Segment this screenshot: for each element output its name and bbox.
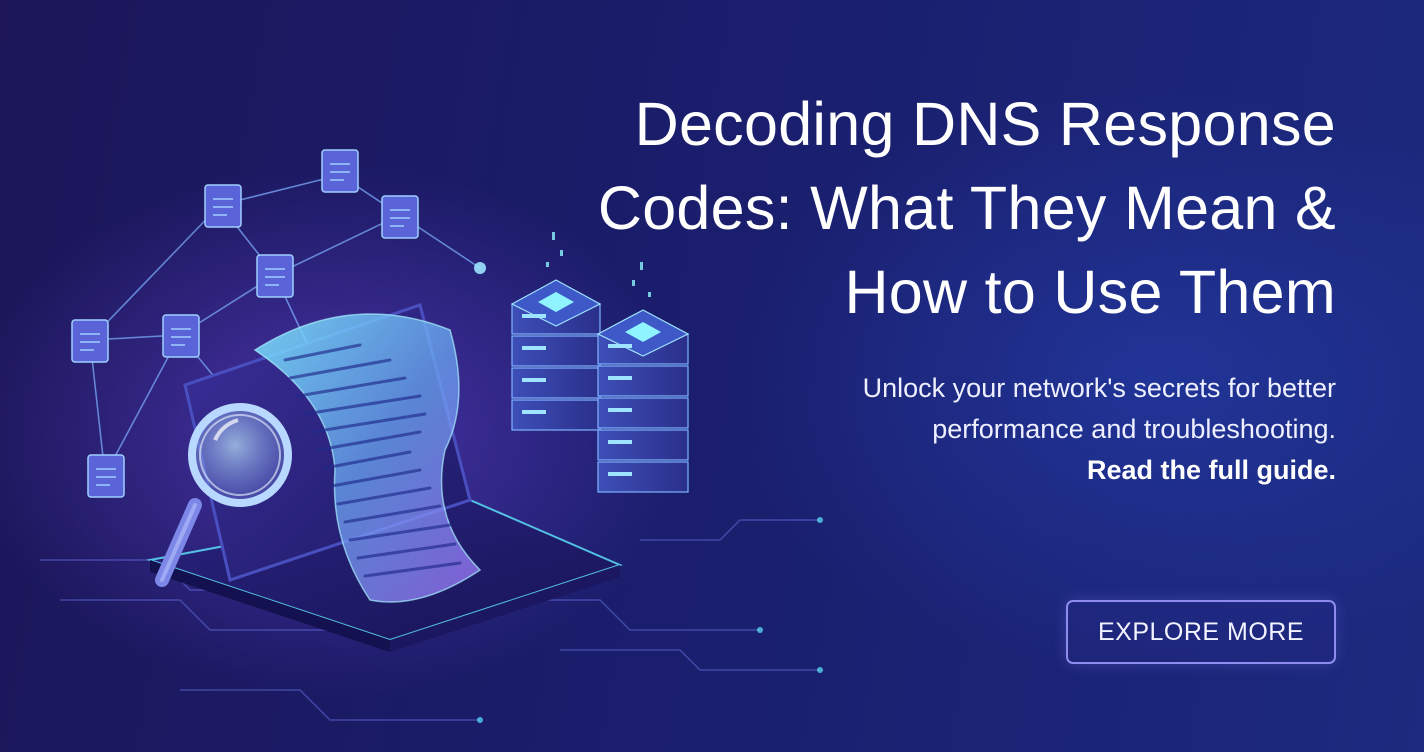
log-lines — [283, 343, 462, 578]
page-title: Decoding DNS Response Codes: What They M… — [496, 82, 1336, 334]
magnifier-icon — [155, 403, 292, 587]
server-stack-right — [596, 309, 690, 493]
document-nodes — [71, 149, 419, 498]
subtitle-line-2: performance and troubleshooting. — [932, 414, 1336, 444]
title-line-1: Decoding DNS Response — [634, 90, 1336, 158]
read-guide-text: Read the full guide. — [1086, 455, 1336, 485]
title-line-3: How to Use Them — [844, 258, 1336, 326]
dns-illustration — [40, 149, 823, 723]
title-line-2: Codes: What They Mean & — [597, 174, 1336, 242]
server-stack-left — [510, 279, 602, 431]
subtitle: Unlock your network's secrets for better… — [736, 368, 1336, 491]
explore-more-button[interactable]: EXPLORE MORE — [1066, 600, 1336, 664]
subtitle-line-1: Unlock your network's secrets for better — [862, 373, 1336, 403]
